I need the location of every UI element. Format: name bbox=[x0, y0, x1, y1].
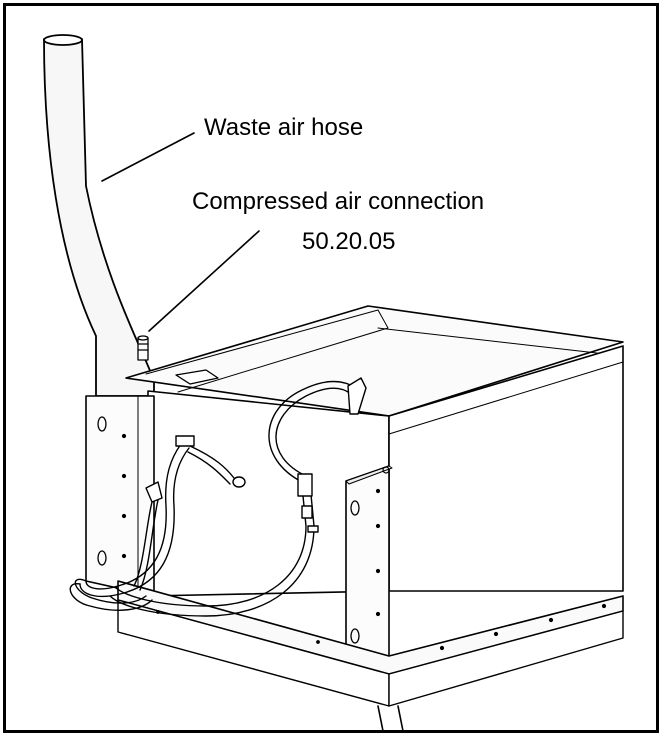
left-mounting-plate bbox=[85, 395, 155, 597]
right-mounting-plate bbox=[345, 465, 393, 667]
compressed-air-leader bbox=[148, 230, 260, 332]
front-hoses bbox=[69, 377, 367, 617]
base-tray bbox=[117, 580, 624, 707]
compressed-air-connection-label: Compressed air connection bbox=[192, 188, 485, 215]
equipment-drawing bbox=[43, 34, 624, 730]
waste-air-hose bbox=[43, 34, 155, 397]
top-bracket bbox=[175, 369, 219, 385]
waste-air-hose-label: Waste air hose bbox=[204, 114, 364, 141]
diagram-frame: Waste air hose Compressed air connection… bbox=[3, 3, 659, 733]
bottom-stand bbox=[377, 705, 404, 730]
waste-air-hose-leader bbox=[101, 132, 195, 182]
compressed-air-fitting bbox=[137, 335, 149, 361]
part-number-label: 50.20.05 bbox=[302, 228, 396, 255]
